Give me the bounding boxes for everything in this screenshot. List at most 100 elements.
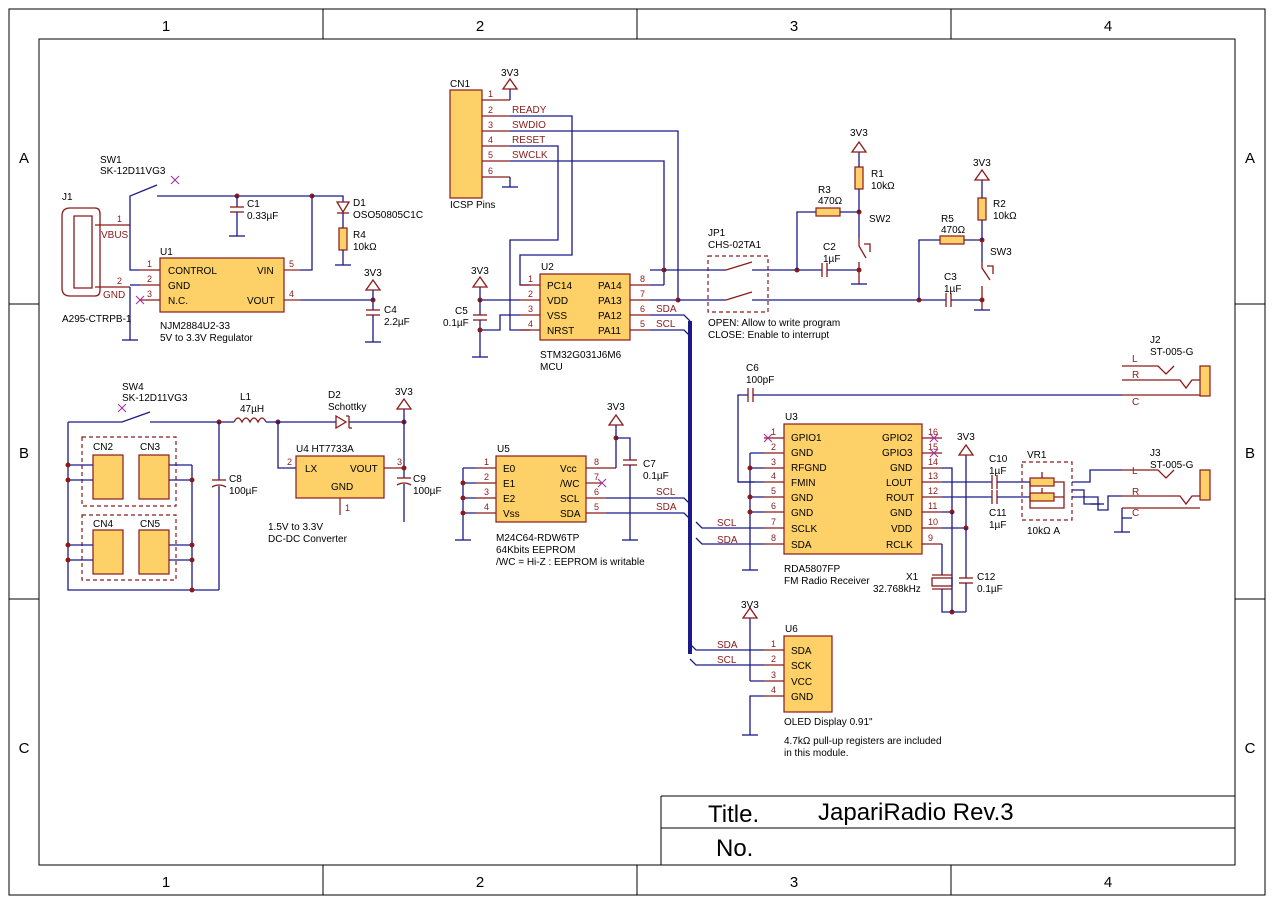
u3-ref: U3 bbox=[785, 412, 798, 423]
u3-num-7: 7 bbox=[771, 517, 776, 527]
j1-pin1-num: 1 bbox=[117, 214, 122, 224]
c6-value: 100pF bbox=[746, 375, 774, 386]
sw2-ref: SW2 bbox=[869, 214, 891, 225]
c9-value: 100µF bbox=[413, 486, 442, 497]
u2-ref: U2 bbox=[541, 262, 554, 273]
r3-value: 470Ω bbox=[818, 196, 843, 207]
eeprom-u5: U5 E0 E1 E2 Vss Vcc /WC SCL SDA 1 2 3 4 … bbox=[476, 444, 645, 568]
zone-row-b-left: B bbox=[19, 445, 29, 462]
capacitor-c1: C1 0.33µF bbox=[229, 196, 278, 237]
sw3-ref: SW3 bbox=[990, 247, 1012, 258]
r1-value: 10kΩ bbox=[871, 181, 895, 192]
title-value: JapariRadio Rev.3 bbox=[818, 799, 1014, 826]
c9-ref: C9 bbox=[413, 474, 426, 485]
u2-pin-pc14: PC14 bbox=[547, 281, 572, 292]
zone-col-1-top: 1 bbox=[162, 18, 170, 35]
sw1-ref: SW1 bbox=[100, 155, 122, 166]
c8-value: 100µF bbox=[229, 486, 258, 497]
r2-rail-label: 3V3 bbox=[973, 158, 991, 169]
u3-num-9: 9 bbox=[928, 533, 933, 543]
u3-num-5: 5 bbox=[771, 486, 776, 496]
sw4-ref: SW4 bbox=[122, 382, 144, 393]
zone-col-2-top: 2 bbox=[476, 18, 484, 35]
capacitor-c9: C9 100µF bbox=[396, 474, 442, 522]
cn1-desc: ICSP Pins bbox=[450, 200, 495, 211]
j2-pin-c: C bbox=[1132, 397, 1139, 408]
u5-num-1: 1 bbox=[484, 457, 489, 467]
u4-pin-gnd: GND bbox=[331, 482, 353, 493]
vr1-ref: VR1 bbox=[1027, 450, 1047, 461]
title-block: Title. JapariRadio Rev.3 No. bbox=[660, 795, 1235, 865]
c4-rail-label: 3V3 bbox=[364, 268, 382, 279]
u3-num-11: 11 bbox=[928, 501, 937, 511]
u6-net-scl: SCL bbox=[717, 655, 737, 666]
j2-pin-l: L bbox=[1132, 354, 1138, 365]
battery-holder-cn4-cn5: CN4 CN5 bbox=[81, 514, 177, 581]
c2-value: 1µF bbox=[823, 254, 840, 265]
u3-pin-rfgnd: RFGND bbox=[791, 463, 827, 474]
c5-value: 0.1µF bbox=[443, 318, 469, 329]
j2-pin-r: R bbox=[1132, 370, 1139, 381]
u5-num-2: 2 bbox=[484, 472, 489, 482]
u4-ref: U4 HT7733A bbox=[296, 444, 354, 455]
jp1-note-open: OPEN: Allow to write program bbox=[708, 318, 840, 329]
u2-pin-pa14: PA14 bbox=[598, 281, 622, 292]
u6-value: OLED Display 0.91" bbox=[784, 717, 873, 728]
d2-value: Schottky bbox=[328, 402, 366, 413]
u5-pin-e0: E0 bbox=[503, 464, 516, 475]
zone-col-2-bottom: 2 bbox=[476, 874, 484, 891]
u3-num-14: 14 bbox=[928, 457, 938, 467]
u6-num-3: 3 bbox=[771, 670, 776, 680]
cn1-ref: CN1 bbox=[450, 79, 470, 90]
j2-value: ST-005-G bbox=[1150, 347, 1194, 358]
u1-num-2: 2 bbox=[147, 274, 152, 284]
u1-value: NJM2884U2-33 bbox=[160, 321, 230, 332]
u5-desc1: 64Kbits EEPROM bbox=[496, 545, 575, 556]
u3-value: RDA5807FP bbox=[784, 564, 840, 575]
c11-value: 1µF bbox=[989, 520, 1006, 531]
u6-num-2: 2 bbox=[771, 654, 776, 664]
l1-ref: L1 bbox=[240, 392, 252, 403]
u2-rail-label: 3V3 bbox=[471, 266, 489, 277]
d2-ref: D2 bbox=[328, 390, 341, 401]
u1-ref: U1 bbox=[160, 247, 173, 258]
u2-num-8: 8 bbox=[640, 274, 645, 284]
u5-num-4: 4 bbox=[484, 502, 489, 512]
u3-num-6: 6 bbox=[771, 501, 776, 511]
zone-row-c-right: C bbox=[1245, 740, 1256, 757]
u3-pin-gnd-11: GND bbox=[890, 508, 912, 519]
icsp-header-cn1: CN1 ICSP Pins 1 2 3 4 5 6 bbox=[449, 79, 510, 211]
l1-value: 47µH bbox=[240, 404, 264, 415]
u3-pin-lout: LOUT bbox=[886, 478, 913, 489]
u5-net-sda: SDA bbox=[656, 502, 677, 513]
u5-num-5: 5 bbox=[594, 502, 599, 512]
u1-pin-gnd: GND bbox=[168, 281, 190, 292]
j1-pin2-num: 2 bbox=[117, 276, 122, 286]
u5-pin-vcc: Vcc bbox=[560, 464, 577, 475]
cn1-num-1: 1 bbox=[488, 89, 493, 99]
j3-value: ST-005-G bbox=[1150, 460, 1194, 471]
u4-num-1: 1 bbox=[345, 503, 350, 513]
audio-jack-j3: J3 ST-005-G L R C bbox=[1122, 448, 1211, 519]
net-reset: RESET bbox=[512, 135, 545, 146]
j3-pin-c: C bbox=[1132, 508, 1139, 519]
u5-pin-wc: /WC bbox=[560, 479, 579, 490]
u3-pin-sclk: SCLK bbox=[791, 524, 817, 535]
r1-rail-label: 3V3 bbox=[850, 128, 868, 139]
u2-pin-pa11: PA11 bbox=[598, 326, 621, 337]
dcdc-converter-u4: U4 HT7733A LX VOUT GND 2 3 1 1.5V to 3.3… bbox=[268, 444, 404, 545]
cn3-ref: CN3 bbox=[140, 442, 160, 453]
jp1-note-close: CLOSE: Enable to interrupt bbox=[708, 330, 829, 341]
u6-pin-vcc: VCC bbox=[791, 677, 812, 688]
zone-col-3-top: 3 bbox=[790, 18, 798, 35]
u2-pin-vdd: VDD bbox=[547, 296, 568, 307]
zone-col-4-top: 4 bbox=[1104, 18, 1112, 35]
j1-vbus-label: VBUS bbox=[101, 230, 129, 241]
u5-pin-e1: E1 bbox=[503, 479, 516, 490]
u2-num-3: 3 bbox=[528, 304, 533, 314]
u3-net-sda: SDA bbox=[717, 535, 738, 546]
u6-pin-gnd: GND bbox=[791, 692, 813, 703]
oled-display-u6: U6 SDA SCK VCC GND 1 2 3 4 OLED Display … bbox=[764, 624, 942, 759]
r4-value: 10kΩ bbox=[353, 242, 377, 253]
